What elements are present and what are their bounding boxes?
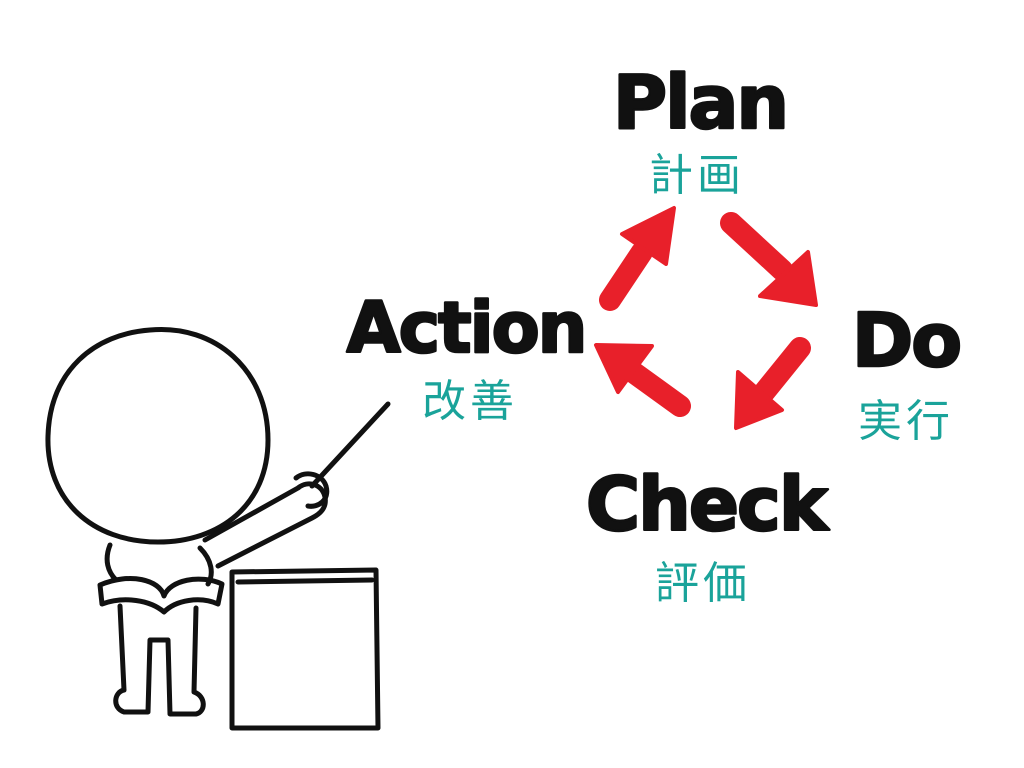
plan-node: Plan 計画 <box>612 59 791 201</box>
pointer-stick <box>309 401 391 489</box>
plan-japanese-label: 計画 <box>649 150 745 201</box>
figure-head <box>45 326 271 545</box>
arrow-do-to-check <box>734 337 811 430</box>
action-node: Action 改善 <box>345 286 589 427</box>
arrow-plan-to-do <box>720 212 818 307</box>
do-japanese-label: 実行 <box>858 396 954 447</box>
stick-figure-presenter <box>45 326 330 717</box>
blank-board <box>229 567 381 731</box>
action-label: Action <box>346 287 585 369</box>
figure-hand <box>293 471 330 509</box>
plan-label: Plan <box>613 60 787 146</box>
check-label: Check <box>586 462 830 548</box>
figure-legs <box>113 603 206 717</box>
check-node: Check 評価 <box>585 461 834 609</box>
board-inner-edge <box>235 577 375 585</box>
do-node: Do 実行 <box>851 297 964 447</box>
arrow-check-to-action <box>594 343 691 417</box>
check-japanese-label: 評価 <box>655 558 751 609</box>
action-japanese-label: 改善 <box>422 376 518 427</box>
cycle-arrows <box>594 206 818 430</box>
arrow-action-to-plan <box>599 206 676 311</box>
do-label: Do <box>852 298 960 384</box>
figure-book <box>97 576 225 615</box>
